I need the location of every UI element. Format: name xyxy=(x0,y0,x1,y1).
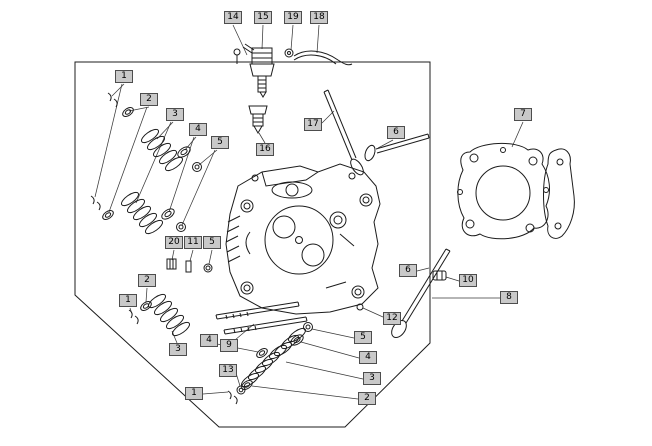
part-callout-15: 15 xyxy=(254,11,272,24)
part-callout-19: 19 xyxy=(284,11,302,24)
part-callout-20: 20 xyxy=(165,236,183,249)
part-callout-8: 8 xyxy=(500,291,518,304)
part-callout-7: 7 xyxy=(514,108,532,121)
ball-12 xyxy=(356,303,364,311)
part-callout-1: 1 xyxy=(185,387,203,400)
part-callout-1: 1 xyxy=(115,70,133,83)
part-callout-6: 6 xyxy=(399,264,417,277)
part-callout-4: 4 xyxy=(359,351,377,364)
valve-guide-10 xyxy=(432,270,447,281)
part-callout-5: 5 xyxy=(211,136,229,149)
sensor-part xyxy=(248,105,268,135)
valve-spring-kit-lower-left xyxy=(128,293,191,337)
part-callout-9: 9 xyxy=(220,339,238,352)
valve-6-lower xyxy=(391,248,451,339)
part-callout-5: 5 xyxy=(354,331,372,344)
part-callout-13: 13 xyxy=(219,364,237,377)
part-callout-10: 10 xyxy=(459,274,477,287)
part-callout-14: 14 xyxy=(224,11,242,24)
leader-lines xyxy=(94,24,524,400)
valve-spring-kit-upper-b xyxy=(90,191,186,235)
part-callout-2: 2 xyxy=(358,392,376,405)
part-callout-1: 1 xyxy=(119,294,137,307)
cylinder-head-body xyxy=(225,163,381,315)
valve-17 xyxy=(323,89,364,176)
valve-spring-kit-upper-a xyxy=(107,92,202,172)
part-callout-11: 11 xyxy=(184,236,202,249)
part-callout-4: 4 xyxy=(189,123,207,136)
cylinder-studs xyxy=(215,301,308,335)
part-callout-5: 5 xyxy=(203,236,221,249)
part-callout-2: 2 xyxy=(140,93,158,106)
part-callout-3: 3 xyxy=(166,108,184,121)
part-callout-12: 12 xyxy=(383,312,401,325)
part-callout-2: 2 xyxy=(138,274,156,287)
part-callout-3: 3 xyxy=(363,372,381,385)
part-callout-4: 4 xyxy=(200,334,218,347)
part-callout-18: 18 xyxy=(310,11,328,24)
part-callout-17: 17 xyxy=(304,118,322,131)
dowel-stud-oring-parts xyxy=(166,258,213,273)
head-gasket xyxy=(457,142,575,240)
valve-spring-kit-lower-center xyxy=(227,322,313,405)
breather-valve-assembly xyxy=(233,43,353,98)
diagram-border xyxy=(74,61,431,428)
part-callout-16: 16 xyxy=(256,143,274,156)
part-callout-6: 6 xyxy=(387,126,405,139)
valve-6-upper xyxy=(364,133,430,162)
part-callout-3: 3 xyxy=(169,343,187,356)
